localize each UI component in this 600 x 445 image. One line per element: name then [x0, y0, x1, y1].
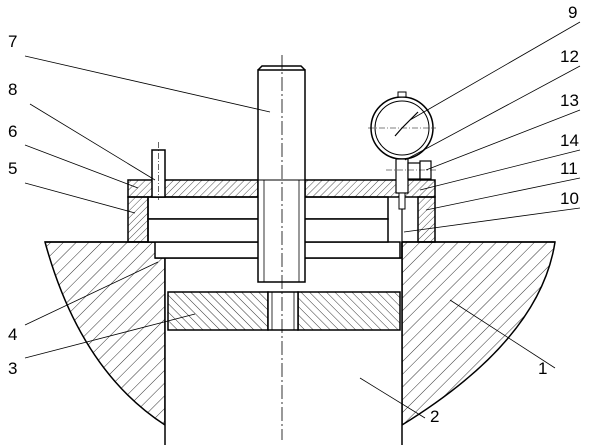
- bolt-head-chamfer: [257, 65, 306, 71]
- leader-8: [29, 103, 156, 181]
- label-3: 3: [8, 359, 17, 378]
- leader-4: [24, 261, 159, 326]
- label-14: 14: [560, 131, 579, 150]
- label-12: 12: [560, 47, 579, 66]
- label-6: 6: [8, 122, 17, 141]
- dial-needle-tail: [394, 127, 403, 137]
- label-5: 5: [8, 159, 17, 178]
- central-bolt: [257, 69, 306, 283]
- insert-block-right: [297, 291, 401, 331]
- label-2: 2: [430, 407, 439, 426]
- leader-11: [425, 177, 581, 211]
- leader-2: [359, 377, 426, 419]
- dial-stem: [395, 158, 409, 194]
- label-8: 8: [8, 80, 17, 99]
- leader-3: [24, 313, 196, 359]
- side-wall-right: [417, 196, 436, 243]
- bolt-bore: [267, 291, 299, 331]
- label-13: 13: [560, 91, 579, 110]
- base-housing-right: [401, 241, 556, 427]
- leader-12: [404, 65, 581, 161]
- label-1: 1: [538, 359, 547, 378]
- workpiece-body: [165, 258, 402, 445]
- clamp-plate-left: [127, 179, 259, 198]
- insert-block-left: [167, 291, 269, 331]
- label-10: 10: [560, 189, 579, 208]
- leader-13: [425, 109, 581, 171]
- leader-1: [449, 299, 556, 369]
- label-9: 9: [568, 3, 577, 22]
- leader-14: [419, 149, 581, 191]
- label-4: 4: [8, 325, 17, 344]
- dial-crown: [397, 91, 407, 98]
- label-11: 11: [560, 159, 578, 178]
- leader-9: [409, 21, 581, 121]
- holder-clamp: [407, 162, 421, 180]
- leader-6: [24, 144, 139, 189]
- leader-5: [24, 182, 136, 214]
- base-housing-left: [44, 241, 166, 427]
- label-7: 7: [8, 32, 17, 51]
- clamp-plate-right: [304, 179, 436, 198]
- dial-probe-sleeve: [398, 192, 406, 210]
- side-wall-left: [127, 196, 149, 243]
- leader-10: [403, 207, 581, 233]
- leader-7: [24, 55, 271, 113]
